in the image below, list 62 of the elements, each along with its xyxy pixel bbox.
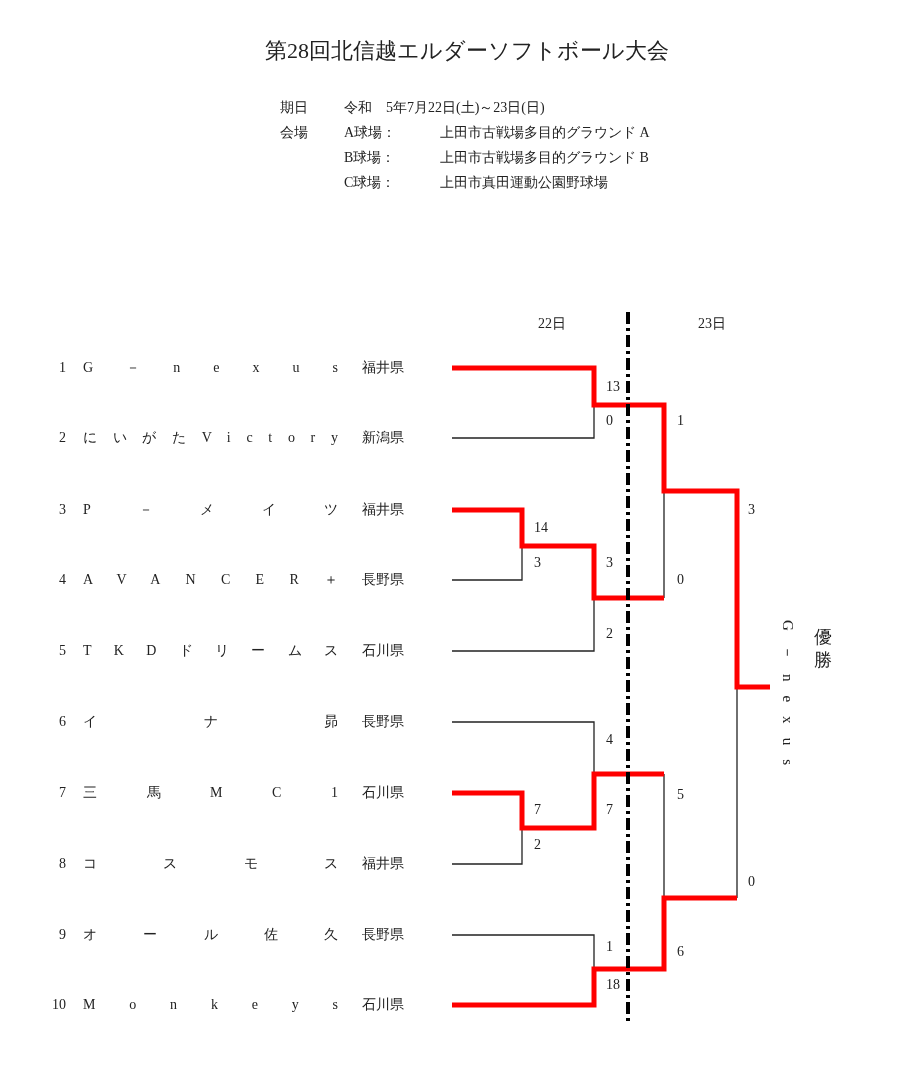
seed-number: 2 (59, 429, 66, 447)
score-number: 7 (606, 801, 613, 819)
seed-number: 5 (59, 642, 66, 660)
prefecture-name: 長野県 (362, 926, 404, 944)
day-label: 23日 (698, 315, 726, 333)
venue-text: 上田市真田運動公園野球場 (440, 174, 608, 192)
prefecture-name: 福井県 (362, 359, 404, 377)
score-number: 13 (606, 378, 620, 396)
team-name: 三馬MC1 (83, 784, 338, 802)
score-number: 5 (677, 786, 684, 804)
team-name: G－nexus (83, 359, 338, 377)
score-number: 1 (677, 412, 684, 430)
score-number: 14 (534, 519, 548, 537)
score-number: 3 (748, 501, 755, 519)
team-name: イナ昴 (83, 713, 338, 731)
prefecture-name: 長野県 (362, 713, 404, 731)
venue-heading: 会場 (280, 124, 308, 142)
score-number: 4 (606, 731, 613, 749)
day-label: 22日 (538, 315, 566, 333)
score-number: 0 (677, 571, 684, 589)
team-name: TKDドリームス (83, 642, 338, 660)
prefecture-name: 新潟県 (362, 429, 404, 447)
score-number: 2 (606, 625, 613, 643)
prefecture-name: 福井県 (362, 855, 404, 873)
score-number: 3 (534, 554, 541, 572)
score-number: 18 (606, 976, 620, 994)
venue-text: 上田市古戦場多目的グラウンド B (440, 149, 649, 167)
venue-text: 上田市古戦場多目的グラウンド A (440, 124, 650, 142)
seed-number: 3 (59, 501, 66, 519)
seed-number: 6 (59, 713, 66, 731)
seed-number: 8 (59, 855, 66, 873)
champion-label: 優勝 (814, 626, 832, 671)
team-name: Monkeys (83, 996, 338, 1014)
team-name: P－メイツ (83, 501, 338, 519)
date-text: 令和 5年7月22日(土)～23日(日) (344, 99, 545, 117)
date-heading: 期日 (280, 99, 308, 117)
field-name: B球場： (344, 149, 396, 167)
field-name: C球場： (344, 174, 396, 192)
seed-number: 10 (52, 996, 66, 1014)
prefecture-name: 石川県 (362, 996, 404, 1014)
prefecture-name: 石川県 (362, 784, 404, 802)
score-number: 0 (748, 873, 755, 891)
champion-team-name: G－nexus (779, 620, 797, 765)
seed-number: 1 (59, 359, 66, 377)
seed-number: 9 (59, 926, 66, 944)
score-number: 0 (606, 412, 613, 430)
prefecture-name: 長野県 (362, 571, 404, 589)
team-name: AVANCER＋ (83, 571, 338, 589)
score-number: 3 (606, 554, 613, 572)
team-name: にいがたVictory (83, 429, 338, 447)
score-number: 7 (534, 801, 541, 819)
field-name: A球場： (344, 124, 397, 142)
team-name: コスモス (83, 855, 338, 873)
score-number: 6 (677, 943, 684, 961)
title: 第28回北信越エルダーソフトボール大会 (265, 38, 669, 64)
score-number: 1 (606, 938, 613, 956)
prefecture-name: 石川県 (362, 642, 404, 660)
prefecture-name: 福井県 (362, 501, 404, 519)
seed-number: 7 (59, 784, 66, 802)
score-number: 2 (534, 836, 541, 854)
team-name: オール佐久 (83, 926, 338, 944)
seed-number: 4 (59, 571, 66, 589)
